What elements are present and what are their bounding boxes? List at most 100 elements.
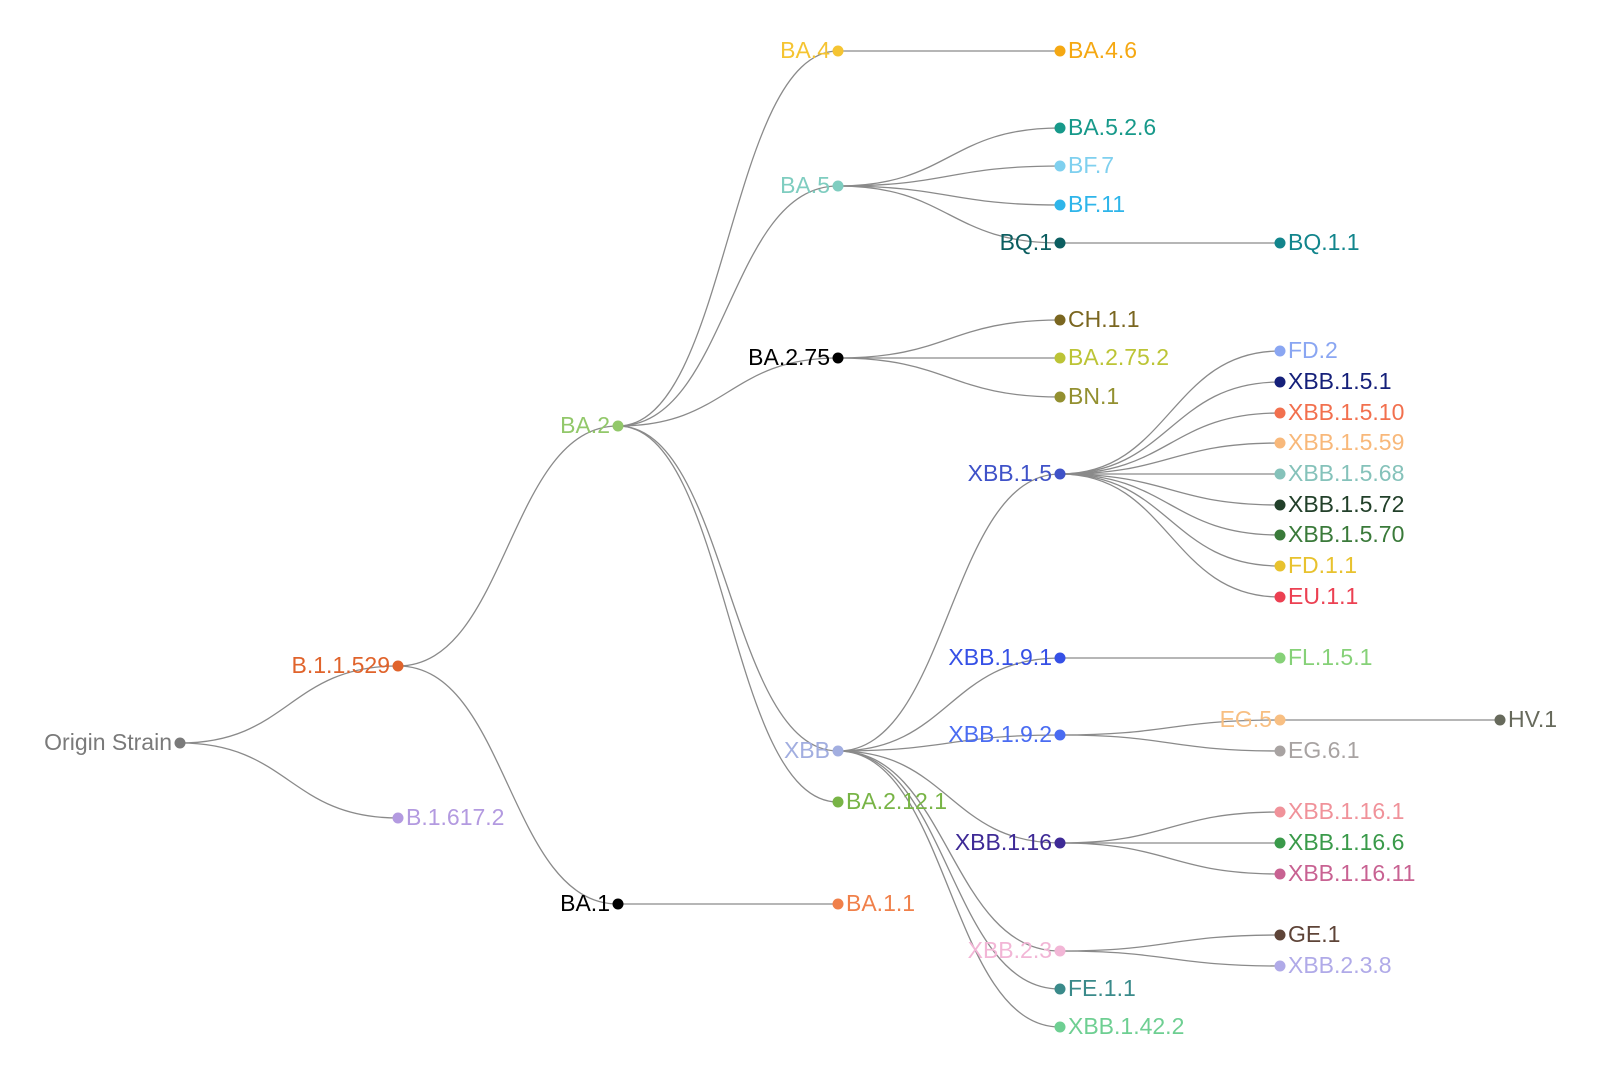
node-xbb-1-42-2[interactable]: XBB.1.42.2 [1054,1013,1185,1039]
node-bf-7[interactable]: BF.7 [1054,152,1115,178]
node-dot[interactable] [1274,499,1286,511]
node-dot[interactable] [1054,45,1066,57]
node-ba-2[interactable]: BA.2 [560,412,624,438]
node-dot[interactable] [832,745,844,757]
link-b-1-1-529-to-ba-1 [397,665,619,905]
node-hv-1[interactable]: HV.1 [1494,706,1558,732]
node-dot[interactable] [832,796,844,808]
node-dot[interactable] [1054,729,1066,741]
node-dot[interactable] [1274,591,1286,603]
node-dot[interactable] [1054,237,1066,249]
node-dot[interactable] [832,898,844,910]
node-ba-2-75[interactable]: BA.2.75 [748,344,844,370]
node-ba-4[interactable]: BA.4 [780,37,844,63]
node-dot[interactable] [1054,122,1066,134]
node-dot[interactable] [1054,160,1066,172]
node-xbb[interactable]: XBB [784,737,844,763]
node-dot[interactable] [1274,407,1286,419]
node-dot[interactable] [1054,1021,1066,1033]
node-xbb-1-16-1[interactable]: XBB.1.16.1 [1274,798,1405,824]
node-xbb-1-5-70[interactable]: XBB.1.5.70 [1274,521,1405,547]
node-dot[interactable] [1054,314,1066,326]
node-b-1-1-529[interactable]: B.1.1.529 [292,652,404,678]
node-dot[interactable] [1494,714,1506,726]
node-xbb-1-5-59[interactable]: XBB.1.5.59 [1274,429,1405,455]
node-ch-1-1[interactable]: CH.1.1 [1054,306,1140,332]
node-dot[interactable] [174,737,186,749]
node-eg-5[interactable]: EG.5 [1220,706,1286,732]
node-dot[interactable] [1054,352,1066,364]
node-dot[interactable] [832,180,844,192]
node-dot[interactable] [1274,437,1286,449]
node-dot[interactable] [1274,714,1286,726]
node-bq-1[interactable]: BQ.1 [1000,229,1066,255]
node-fl-1-5-1[interactable]: FL.1.5.1 [1274,644,1373,670]
node-ba-5[interactable]: BA.5 [780,172,844,198]
node-label: FL.1.5.1 [1288,644,1372,670]
node-ba-2-12-1[interactable]: BA.2.12.1 [832,788,948,814]
node-ba-2-75-2[interactable]: BA.2.75.2 [1054,344,1170,370]
node-ge-1[interactable]: GE.1 [1274,921,1341,947]
node-dot[interactable] [1274,960,1286,972]
node-b-1-617-2[interactable]: B.1.617.2 [392,804,505,830]
node-eg-6-1[interactable]: EG.6.1 [1274,737,1360,763]
node-label: XBB.1.5.10 [1288,399,1404,425]
node-origin-strain[interactable]: Origin Strain [44,729,186,755]
node-dot[interactable] [1274,929,1286,941]
node-xbb-1-9-2[interactable]: XBB.1.9.2 [948,721,1066,747]
node-xbb-1-5[interactable]: XBB.1.5 [968,460,1066,486]
node-xbb-2-3-8[interactable]: XBB.2.3.8 [1274,952,1392,978]
node-xbb-1-5-72[interactable]: XBB.1.5.72 [1274,491,1405,517]
node-bq-1-1[interactable]: BQ.1.1 [1274,229,1360,255]
node-xbb-1-16-6[interactable]: XBB.1.16.6 [1274,829,1405,855]
node-ba-1[interactable]: BA.1 [560,890,624,916]
node-dot[interactable] [1054,468,1066,480]
node-dot[interactable] [1274,652,1286,664]
node-label: XBB [784,737,830,763]
node-bn-1[interactable]: BN.1 [1054,383,1120,409]
node-ba-5-2-6[interactable]: BA.5.2.6 [1054,114,1157,140]
node-xbb-1-5-10[interactable]: XBB.1.5.10 [1274,399,1405,425]
tree-nodes: Origin Strain B.1.1.529 BA.2 BA.4 BA.4.6BA.5… [44,37,1557,1039]
node-label: XBB.1.9.2 [948,721,1052,747]
node-fe-1-1[interactable]: FE.1.1 [1054,975,1136,1001]
node-dot[interactable] [1274,468,1286,480]
node-dot[interactable] [1054,945,1066,957]
node-dot[interactable] [1054,199,1066,211]
node-dot[interactable] [1054,837,1066,849]
node-label: XBB.1.5.68 [1288,460,1404,486]
node-xbb-1-9-1[interactable]: XBB.1.9.1 [948,644,1066,670]
link-xbb-to-xbb-1-16 [837,750,1061,844]
node-dot[interactable] [1274,837,1286,849]
node-dot[interactable] [1054,391,1066,403]
node-dot[interactable] [1274,868,1286,880]
node-dot[interactable] [1274,745,1286,757]
node-dot[interactable] [1274,560,1286,572]
node-fd-2[interactable]: FD.2 [1274,337,1338,363]
node-ba-1-1[interactable]: BA.1.1 [832,890,916,916]
node-dot[interactable] [1274,345,1286,357]
node-ba-4-6[interactable]: BA.4.6 [1054,37,1138,63]
tree-links [179,50,1500,1028]
node-fd-1-1[interactable]: FD.1.1 [1274,552,1358,578]
node-dot[interactable] [392,660,404,672]
node-dot[interactable] [1274,237,1286,249]
node-dot[interactable] [612,420,624,432]
node-xbb-2-3[interactable]: XBB.2.3 [968,937,1066,963]
node-xbb-1-16[interactable]: XBB.1.16 [955,829,1066,855]
node-dot[interactable] [1274,529,1286,541]
node-dot[interactable] [1054,652,1066,664]
node-dot[interactable] [832,45,844,57]
node-dot[interactable] [392,812,404,824]
node-xbb-1-16-11[interactable]: XBB.1.16.11 [1274,860,1416,886]
node-dot[interactable] [612,898,624,910]
node-dot[interactable] [832,352,844,364]
node-bf-11[interactable]: BF.11 [1054,191,1126,217]
node-dot[interactable] [1054,983,1066,995]
link-ba-2-75-to-ch-1-1 [837,319,1061,359]
node-xbb-1-5-1[interactable]: XBB.1.5.1 [1274,368,1392,394]
node-dot[interactable] [1274,376,1286,388]
node-xbb-1-5-68[interactable]: XBB.1.5.68 [1274,460,1405,486]
node-eu-1-1[interactable]: EU.1.1 [1274,583,1359,609]
node-dot[interactable] [1274,806,1286,818]
